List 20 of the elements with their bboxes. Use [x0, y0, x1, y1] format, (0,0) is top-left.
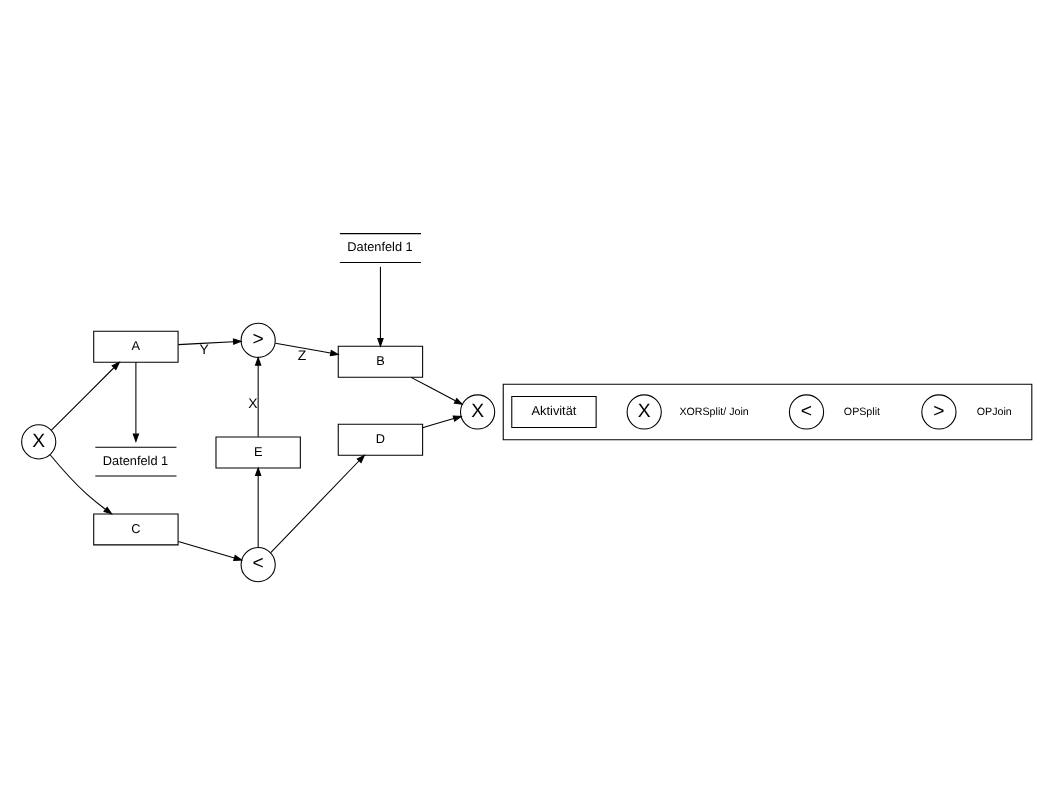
node-circle: X	[21, 424, 57, 460]
node-circle: X	[460, 394, 496, 430]
arrow	[254, 466, 262, 548]
node-circle: >	[921, 394, 957, 430]
arrow	[422, 415, 463, 429]
arrow	[254, 356, 262, 438]
node-circle: >	[240, 322, 276, 358]
node-circle: <	[240, 547, 276, 583]
node-circle: X	[626, 394, 662, 430]
node-circle: <	[788, 394, 825, 430]
arrow	[274, 342, 340, 357]
arrow	[50, 361, 121, 431]
arrow	[177, 338, 243, 346]
arrow	[410, 376, 464, 406]
arrow	[132, 361, 140, 444]
arrow	[377, 266, 384, 348]
cluster	[502, 383, 1033, 441]
arrow	[270, 454, 366, 554]
arrow	[49, 454, 113, 515]
arrow	[177, 541, 244, 562]
